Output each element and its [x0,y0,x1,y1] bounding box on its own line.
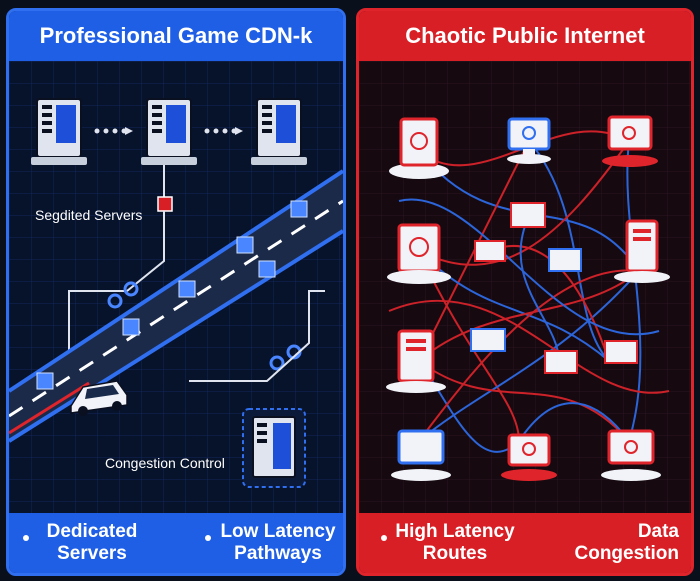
car-icon [70,380,128,416]
cdn-illustration [9,61,343,516]
footer-dedicated-servers: Dedicated Servers [46,521,138,564]
server-icon [251,98,307,165]
small-node [470,328,506,352]
small-node [548,248,582,272]
highway [9,171,343,441]
monitor-node-icon [601,429,661,481]
bullet-icon [23,535,29,541]
bullet-icon [205,535,211,541]
data-packet [36,372,54,390]
footer-data-congestion: Data Congestion [574,521,680,564]
small-node [604,340,638,364]
bullet-icon [381,535,387,541]
monitor-node-icon [507,117,551,164]
footer-low-latency: Low Latency Pathways [220,521,336,564]
server-icon [141,98,197,165]
footer-high-latency: High Latency Routes [395,521,515,564]
monitor-node-icon [602,115,658,167]
server-node-icon [386,329,446,393]
small-node [510,202,546,228]
small-node [544,350,578,374]
cdn-panel-title: Professional Game CDN‑k [9,11,343,61]
monitor-node-icon [391,429,451,481]
congestion-server-icon [242,408,306,488]
cdn-panel-footer: Dedicated Servers Low Latency Pathways [9,513,343,573]
server-node-icon [614,219,670,283]
internet-panel-footer: High Latency Routes Data Congestion [359,513,691,573]
internet-panel-title: Chaotic Public Internet [359,11,691,61]
data-packet [178,280,196,298]
cdn-panel: Professional Game CDN‑k [6,8,346,576]
router-node-icon [389,117,449,179]
internet-panel: Chaotic Public Internet [356,8,694,576]
monitor-node-icon [501,433,557,481]
small-node [474,240,506,262]
data-packet [236,236,254,254]
internet-illustration [359,61,691,516]
data-packet [258,260,276,278]
node-marker [157,196,173,212]
data-packet [290,200,308,218]
router-node-icon [387,223,451,284]
server-icon [31,98,87,165]
servers-label: Segdited Servers [35,207,143,223]
data-packet [122,318,140,336]
congestion-label: Congestion Control [105,455,225,471]
